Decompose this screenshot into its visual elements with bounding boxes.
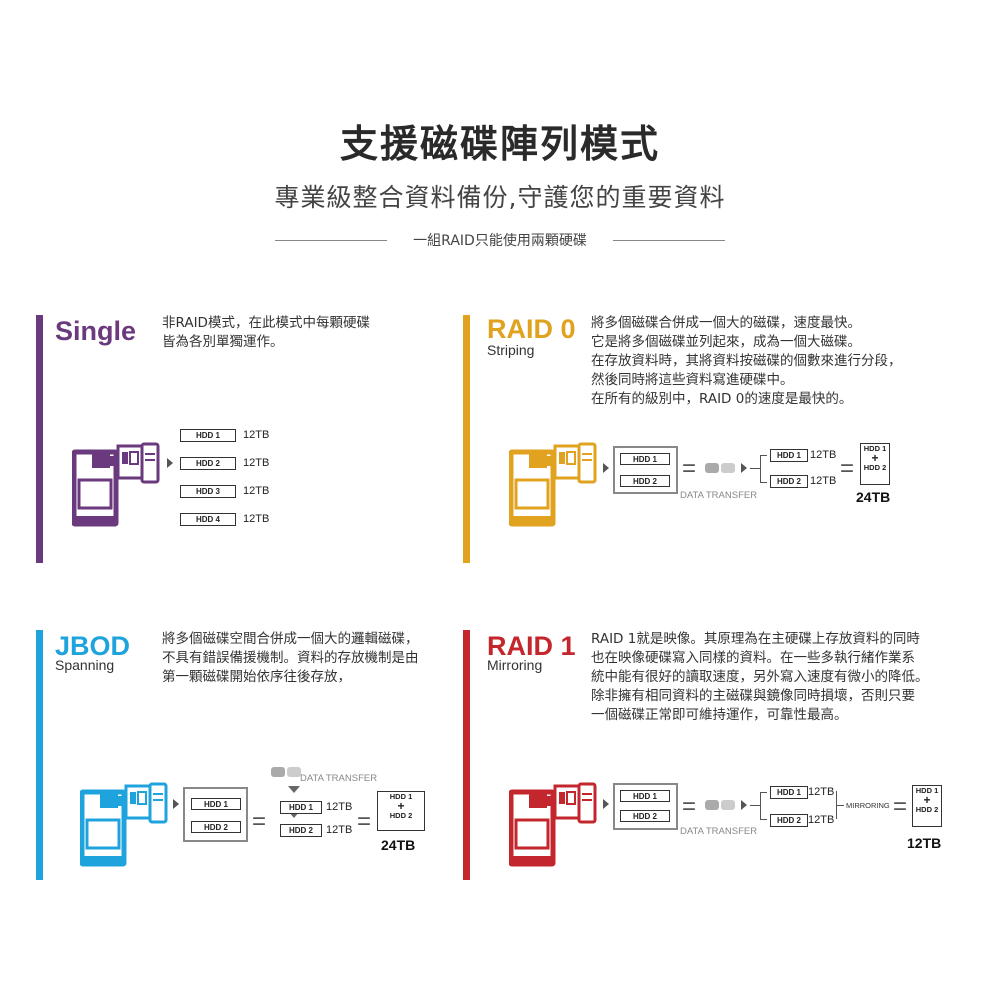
jbod-span-hdd-2: HDD 2 bbox=[280, 824, 322, 837]
jbod-plus-icon: + bbox=[397, 799, 405, 813]
jbod-title: JBOD bbox=[55, 631, 131, 661]
raid1-data-transfer-label: DATA TRANSFER bbox=[680, 826, 758, 837]
raid0-total-capacity: 24TB bbox=[856, 489, 891, 505]
raid1-plus-icon: + bbox=[923, 793, 931, 807]
raid0-bracket bbox=[760, 455, 767, 483]
single-hdd-1-capacity: 12TB bbox=[243, 429, 270, 441]
jbod-hdd-2: HDD 2 bbox=[191, 821, 241, 833]
jbod-hdd-frame bbox=[183, 787, 248, 842]
page-title: 支援磁碟陣列模式 bbox=[339, 122, 660, 166]
jbod-span-hdd-1-capacity: 12TB bbox=[326, 801, 353, 813]
jbod-transfer-icon bbox=[271, 767, 301, 777]
single-hdd-2-capacity: 12TB bbox=[243, 457, 270, 469]
raid1-combined-disk: HDD 1 + HDD 2 bbox=[912, 785, 942, 827]
raid1-mirror-hdd-2: HDD 2 bbox=[770, 814, 808, 827]
jbod-span-hdd-1: HDD 1 bbox=[280, 801, 322, 814]
raid0-combined-hdd-2: HDD 2 bbox=[863, 463, 887, 472]
jbod-accent-bar bbox=[36, 630, 43, 880]
single-accent-bar bbox=[36, 315, 43, 563]
raid0-combined-disk: HDD 1 + HDD 2 bbox=[860, 443, 890, 485]
raid1-arrow-icon bbox=[603, 799, 609, 809]
jbod-equals-1: = bbox=[252, 808, 267, 835]
raid1-mirror-hdd-1-capacity: 12TB bbox=[808, 786, 835, 798]
raid1-subtitle: Mirroring bbox=[487, 657, 543, 673]
jbod-nas-icon bbox=[80, 782, 168, 867]
raid0-equals-1: = bbox=[682, 455, 697, 482]
raid0-split-hdd-2-capacity: 12TB bbox=[810, 475, 837, 487]
raid0-arrow-2-icon bbox=[741, 463, 747, 473]
raid0-nas-icon bbox=[509, 442, 597, 527]
jbod-hdd-1: HDD 1 bbox=[191, 798, 241, 810]
single-nas-icon bbox=[72, 442, 160, 527]
raid1-title: RAID 1 bbox=[487, 631, 576, 661]
note-rule-left bbox=[275, 240, 387, 241]
jbod-equals-2: = bbox=[357, 808, 372, 835]
jbod-combined-hdd-1: HDD 1 bbox=[389, 792, 413, 801]
raid0-subtitle: Striping bbox=[487, 342, 535, 358]
raid1-mirror-hdd-1: HDD 1 bbox=[770, 786, 808, 799]
raid0-split-hdd-1-capacity: 12TB bbox=[810, 449, 837, 461]
single-hdd-2: HDD 2 bbox=[180, 457, 236, 470]
raid0-hdd-1: HDD 1 bbox=[620, 453, 670, 465]
raid0-split-hdd-2: HDD 2 bbox=[770, 475, 808, 488]
raid0-plus-icon: + bbox=[871, 451, 879, 465]
single-hdd-3-capacity: 12TB bbox=[243, 485, 270, 497]
single-hdd-4-capacity: 12TB bbox=[243, 513, 270, 525]
raid1-combined-hdd-2: HDD 2 bbox=[915, 805, 939, 814]
raid1-mirror-hdd-2-capacity: 12TB bbox=[808, 814, 835, 826]
raid0-connector bbox=[750, 468, 760, 469]
raid1-accent-bar bbox=[463, 630, 470, 880]
jbod-data-transfer-label: DATA TRANSFER bbox=[300, 773, 378, 784]
jbod-span-hdd-2-capacity: 12TB bbox=[326, 824, 353, 836]
raid0-split-hdd-1: HDD 1 bbox=[770, 449, 808, 462]
raid0-combined-hdd-1: HDD 1 bbox=[863, 444, 887, 453]
raid1-nas-icon bbox=[509, 782, 597, 867]
jbod-description: 將多個磁碟空間合併成一個大的邏輯磁碟， 不具有錯誤備援機制。資料的存放機制是由 … bbox=[162, 631, 419, 685]
jbod-combined-disk: HDD 1 + HDD 2 bbox=[377, 791, 425, 831]
jbod-total-capacity: 24TB bbox=[381, 837, 416, 853]
raid0-description: 將多個磁碟合併成一個大的磁碟，速度最快。 它是將多個磁碟並列起來，成為一個大磁碟… bbox=[591, 315, 902, 407]
jbod-arrow-icon bbox=[173, 799, 179, 809]
raid0-arrow-icon bbox=[603, 463, 609, 473]
raid0-hdd-2: HDD 2 bbox=[620, 475, 670, 487]
raid1-transfer-icon bbox=[705, 800, 735, 810]
single-hdd-1: HDD 1 bbox=[180, 429, 236, 442]
raid1-hdd-1: HDD 1 bbox=[620, 790, 670, 802]
raid-note: 一組RAID只能使用兩顆硬碟 bbox=[413, 233, 587, 249]
raid0-data-transfer-label: DATA TRANSFER bbox=[680, 490, 758, 501]
raid1-equals-1: = bbox=[682, 793, 697, 820]
raid0-title: RAID 0 bbox=[487, 314, 576, 344]
page-subtitle: 專業級整合資料備份,守護您的重要資料 bbox=[274, 183, 726, 212]
raid1-equals-2: = bbox=[893, 793, 908, 820]
raid1-bracket bbox=[760, 792, 767, 820]
single-arrow-icon bbox=[167, 458, 173, 468]
raid1-total-capacity: 12TB bbox=[907, 835, 942, 851]
jbod-combined-hdd-2: HDD 2 bbox=[389, 811, 413, 820]
single-title: Single bbox=[55, 316, 137, 346]
raid1-hdd-2: HDD 2 bbox=[620, 810, 670, 822]
raid0-equals-2: = bbox=[840, 455, 855, 482]
raid1-mirror-connector bbox=[836, 805, 844, 806]
raid1-connector bbox=[750, 805, 760, 806]
single-description: 非RAID模式，在此模式中每顆硬碟 皆為各別單獨運作。 bbox=[162, 315, 370, 350]
raid1-combined-hdd-1: HDD 1 bbox=[915, 786, 939, 795]
single-hdd-3: HDD 3 bbox=[180, 485, 236, 498]
single-hdd-4: HDD 4 bbox=[180, 513, 236, 526]
raid0-transfer-icon bbox=[705, 463, 735, 473]
raid1-description: RAID 1就是映像。其原理為在主硬碟上存放資料的同時 也在映像硬碟寫入同樣的資… bbox=[591, 631, 929, 723]
raid1-mirroring-label: MIRRORING bbox=[846, 801, 890, 810]
note-rule-right bbox=[613, 240, 725, 241]
raid1-arrow-2-icon bbox=[741, 800, 747, 810]
jbod-subtitle: Spanning bbox=[55, 657, 115, 673]
raid0-accent-bar bbox=[463, 315, 470, 563]
